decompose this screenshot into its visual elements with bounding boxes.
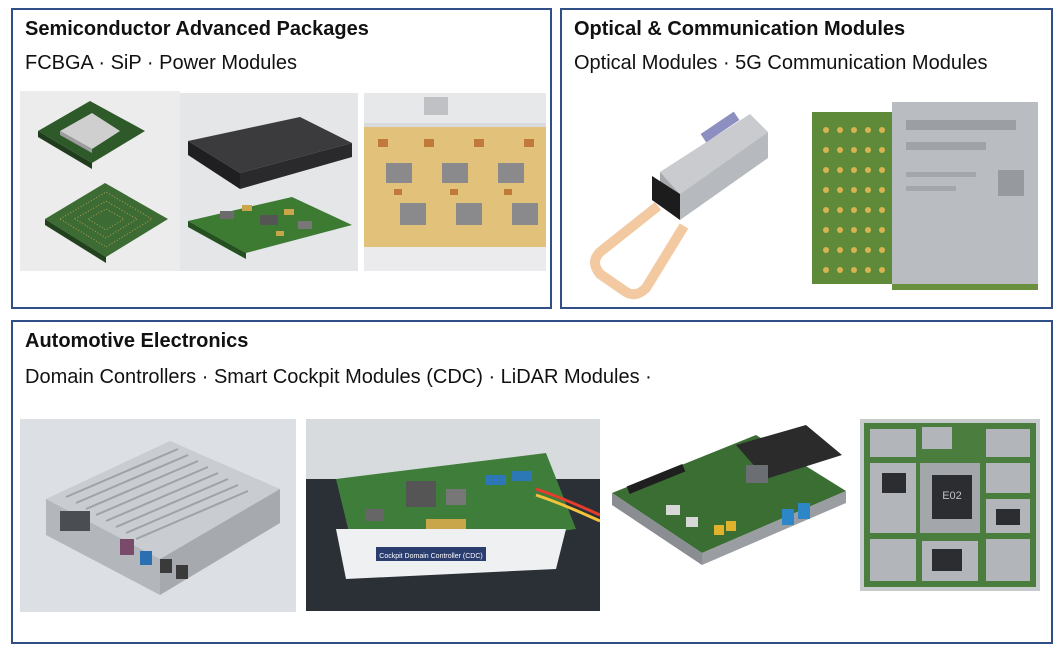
panel-optical-communication: Optical & Communication Modules Optical … xyxy=(560,8,1053,309)
panel-title: Semiconductor Advanced Packages xyxy=(25,18,369,40)
panel-subtitle: Domain Controllers · Smart Cockpit Modul… xyxy=(25,366,652,388)
5g-module-image xyxy=(806,100,1042,300)
sip-image xyxy=(180,93,358,271)
fcbga-image xyxy=(20,91,180,271)
cockpit-domain-controller-image: Cockpit Domain Controller (CDC) xyxy=(306,419,600,611)
optical-module-image xyxy=(580,102,780,302)
panel-title: Automotive Electronics xyxy=(25,330,249,352)
power-module-image xyxy=(364,93,546,271)
lidar-module-image xyxy=(606,425,854,613)
panel-automotive-electronics: Automotive Electronics Domain Controller… xyxy=(11,320,1053,644)
panel-subtitle: FCBGA · SiP · Power Modules xyxy=(25,52,297,74)
module-chip-label: E02 xyxy=(942,490,962,502)
panel-semiconductor-packages: Semiconductor Advanced Packages FCBGA · … xyxy=(11,8,552,309)
panel-title: Optical & Communication Modules xyxy=(574,18,906,40)
compute-module-image: E02 xyxy=(860,419,1040,591)
cdc-label: Cockpit Domain Controller (CDC) xyxy=(379,553,482,560)
panel-subtitle: Optical Modules · 5G Communication Modul… xyxy=(574,52,988,74)
domain-controller-image xyxy=(20,419,296,612)
